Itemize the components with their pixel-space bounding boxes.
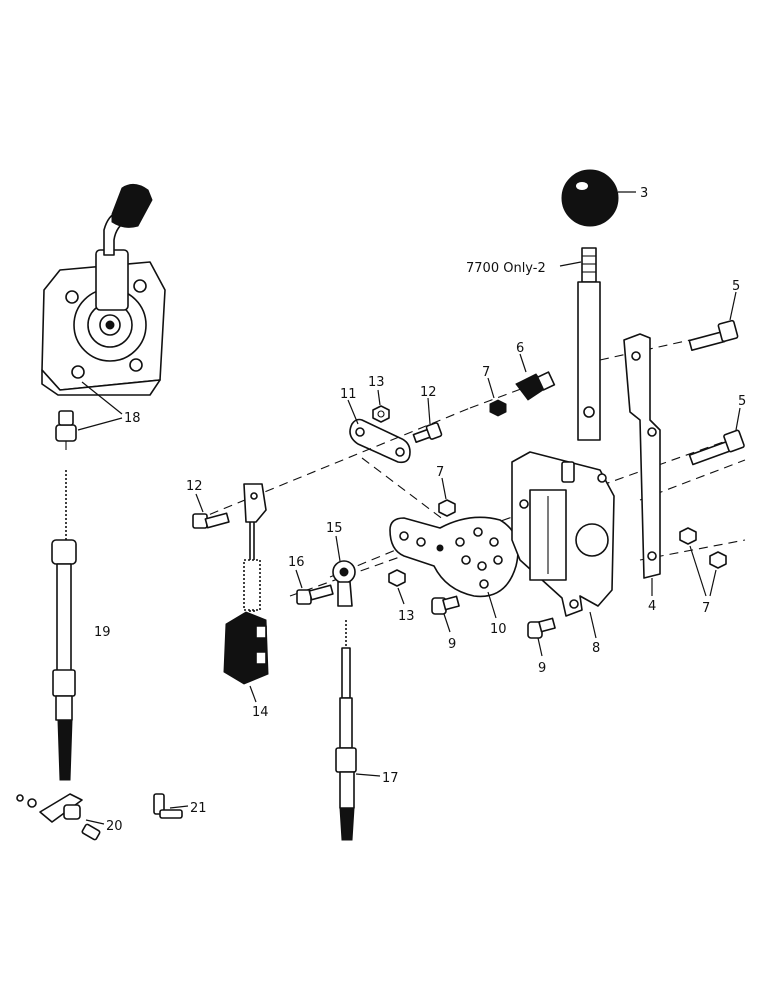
dashed-axis-4	[361, 457, 445, 521]
dashed-axis-2	[289, 435, 741, 597]
bracket-8	[511, 451, 615, 617]
leader-8	[589, 611, 597, 639]
label-part-16: 16	[288, 555, 305, 570]
leader-20	[85, 819, 105, 825]
label-part-13-upper: 13	[368, 375, 385, 390]
fitting-18	[55, 410, 77, 450]
rod-end-15	[332, 560, 356, 607]
label-part-18: 18	[124, 411, 141, 426]
leader-12b	[195, 493, 204, 513]
leader-18b	[77, 417, 123, 431]
label-part-20: 20	[106, 819, 123, 834]
strap-4	[623, 333, 661, 579]
label-part-8: 8	[592, 641, 600, 656]
label-part-9-right: 9	[538, 661, 546, 676]
leader-13b	[397, 587, 405, 605]
leader-13a	[377, 389, 381, 406]
label-part-14: 14	[252, 705, 269, 720]
leader-9b	[537, 637, 543, 657]
label-part-11: 11	[340, 387, 357, 402]
nut-7-upper	[489, 399, 507, 417]
leader-18a	[81, 381, 123, 415]
label-part-3: 3	[640, 186, 648, 201]
nut-7-middle	[438, 499, 456, 517]
label-part-19: 19	[94, 625, 111, 640]
bolt-9-left	[431, 595, 460, 615]
dashed-axis-1	[195, 407, 471, 521]
label-part-10: 10	[490, 622, 507, 637]
label-part-4: 4	[648, 599, 656, 614]
label-part-17: 17	[382, 771, 399, 786]
nut-13-upper	[372, 405, 390, 423]
label-part-2: 7700 Only-2	[466, 261, 546, 276]
label-part-5-upper: 5	[732, 279, 740, 294]
link-plate-11	[349, 418, 411, 464]
label-part-7-middle: 7	[436, 465, 444, 480]
leader-5a	[729, 291, 737, 321]
bolt-16	[296, 584, 334, 605]
label-part-6: 6	[516, 341, 524, 356]
lever-plate-10	[389, 516, 519, 598]
sleeve-6	[515, 371, 556, 401]
leader-21	[169, 805, 189, 809]
nut-7-lower-b	[709, 551, 727, 569]
shift-lever-2	[577, 247, 601, 441]
leader-11	[347, 399, 359, 425]
cable-clamp-20	[16, 793, 101, 841]
switch-assembly-14	[223, 483, 269, 685]
leader-6	[519, 353, 527, 373]
label-part-9-left: 9	[448, 637, 456, 652]
push-pull-cable-19	[51, 470, 77, 781]
leader-7a	[487, 377, 495, 399]
leader-15	[335, 535, 341, 562]
knob-3	[561, 169, 619, 227]
label-part-21: 21	[190, 801, 207, 816]
nut-7-lower-a	[679, 527, 697, 545]
leader-9a	[443, 613, 451, 633]
bolt-12-left	[192, 512, 230, 529]
label-part-7-lower: 7	[702, 601, 710, 616]
cable-clip-21	[153, 793, 183, 819]
leader-2	[559, 261, 582, 267]
label-part-13-lower: 13	[398, 609, 415, 624]
leader-12a	[427, 397, 431, 425]
leader-14	[249, 685, 257, 703]
label-part-5-lower: 5	[738, 394, 746, 409]
leader-5b	[735, 407, 741, 431]
label-part-12-left: 12	[186, 479, 203, 494]
label-part-7-upper: 7	[482, 365, 490, 380]
push-pull-cable-17	[335, 620, 357, 841]
control-head-housing	[41, 184, 166, 396]
nut-13-lower	[388, 569, 406, 587]
bolt-9-right	[527, 617, 556, 639]
leader-10	[487, 591, 497, 619]
leader-7c-a	[689, 545, 707, 597]
leader-7b	[441, 477, 447, 500]
label-part-12-upper: 12	[420, 385, 437, 400]
bolt-5-lower	[688, 429, 745, 466]
bolt-5-upper	[688, 319, 739, 352]
leader-7c-b	[709, 569, 717, 597]
leader-17	[355, 773, 381, 777]
leader-16	[295, 569, 303, 589]
bolt-12-upper	[412, 422, 443, 444]
label-part-15: 15	[326, 521, 343, 536]
